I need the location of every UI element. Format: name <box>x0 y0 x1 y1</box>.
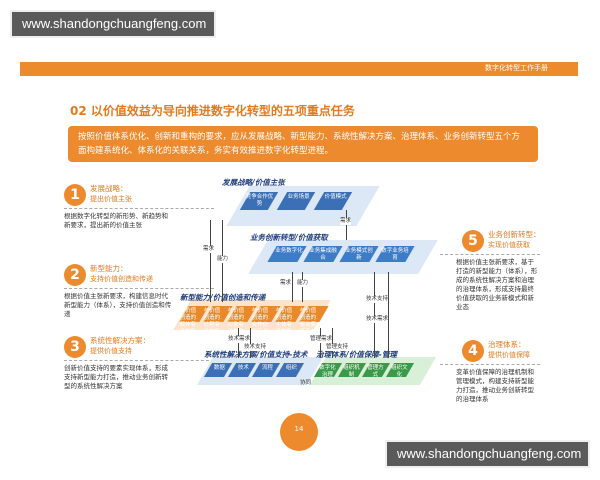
divider <box>64 360 214 361</box>
connector-line <box>346 210 347 240</box>
item5-sub: 实现价值获取 <box>488 241 530 249</box>
intro-box: 按照价值体系优化、创新和重构的要求，应从发展战略、新型能力、系统性解决方案、治理… <box>68 126 538 162</box>
need-label: 需求 <box>203 246 215 253</box>
header-bar: 数字化转型工作手册 <box>20 62 578 76</box>
divider <box>440 254 540 255</box>
item4-sub: 提供价值保障 <box>488 351 530 359</box>
connector-line <box>332 328 333 358</box>
item5-title: 业务创新转型： <box>488 230 541 239</box>
need-label: 需求 <box>280 280 292 287</box>
item3-text: 创新价值支持的要素实现体系，形成支持新型能力打造，推动业务创新转型的系统性解决方… <box>64 364 168 390</box>
need-label: 需求 <box>340 218 352 225</box>
item4-text: 变革价值保障的治理机制和管理模式，构建支持新型能力打造，推动业务创新转型的治理体… <box>456 368 534 403</box>
mgmt-support-label: 管理支持 <box>326 344 349 351</box>
watermark-top: www.shandongchuangfeng.com <box>10 10 216 38</box>
item5-text: 根据价值主张新要求，基于打造的新型能力（体系），形成的系统性解决方案和治理的治理… <box>456 258 538 311</box>
badge-3: 3 <box>64 336 86 358</box>
business-label: 业务创新转型/价值获取 <box>250 233 328 242</box>
tech-support-label: 技术支持 <box>244 344 267 351</box>
connector-line <box>250 328 251 358</box>
divider <box>64 208 214 209</box>
badge-2: 2 <box>64 264 86 286</box>
solution-label: 系统性解决方案/价值支持-技术 <box>204 350 308 359</box>
ability-label: 能力 <box>217 256 229 263</box>
connector-line <box>388 272 389 358</box>
strategy-tile: 竞争合作优势 <box>239 192 279 210</box>
header-title: 数字化转型工作手册 <box>485 64 548 72</box>
capability-tile: 与价值创造的驱动要素有关的能力 <box>299 306 329 342</box>
divider <box>64 288 214 289</box>
badge-4: 4 <box>462 340 484 362</box>
item1-sub: 提出价值主张 <box>90 195 132 203</box>
item2-sub: 支持价值创造和传递 <box>90 275 153 283</box>
item3-sub: 提供价值支持 <box>90 347 132 355</box>
tech-support-label: 技术支持 <box>366 296 389 303</box>
item1-text: 根据数字化转型的新形势、新趋势和新要求，提出新的价值主张 <box>64 212 168 229</box>
badge-1: 1 <box>64 184 86 206</box>
tech-need-label: 技术需求 <box>366 316 389 323</box>
tech-need-label: 技术需求 <box>228 336 251 343</box>
divider <box>440 364 540 365</box>
ability-label: 能力 <box>297 280 309 287</box>
connector-line <box>302 272 303 302</box>
item3-title: 系统性解决方案： <box>90 336 150 345</box>
connector-line <box>238 328 239 358</box>
badge-5: 5 <box>462 230 484 252</box>
mgmt-need-label: 管理需求 <box>310 336 333 343</box>
business-tile: 数字业务培育 <box>375 246 415 262</box>
connector-line <box>210 220 211 302</box>
connector-line <box>292 272 293 302</box>
page-number: 14 <box>280 413 318 451</box>
connector-line <box>320 328 321 358</box>
strategy-label: 发展战略/价值主张 <box>222 178 285 187</box>
item1-title: 发展战略： <box>90 184 128 193</box>
item2-text: 根据价值主张新要求，构建信息时代新型能力（体系），支持价值创造和传递 <box>64 292 172 318</box>
watermark-bottom: www.shandongchuangfeng.com <box>385 440 590 468</box>
section-title: 02 以价值效益为导向推进数字化转型的五项重点任务 <box>70 104 355 118</box>
item2-title: 新型能力： <box>90 264 128 273</box>
business-tile: 业务集成融合 <box>303 246 343 262</box>
connector-line <box>374 272 375 358</box>
coordination-label: 协同 <box>300 380 312 386</box>
governance-label: 治理体系/价值保障-管理 <box>316 350 397 359</box>
item4-title: 治理体系： <box>488 340 526 349</box>
business-tile: 业务模式创新 <box>339 246 379 262</box>
